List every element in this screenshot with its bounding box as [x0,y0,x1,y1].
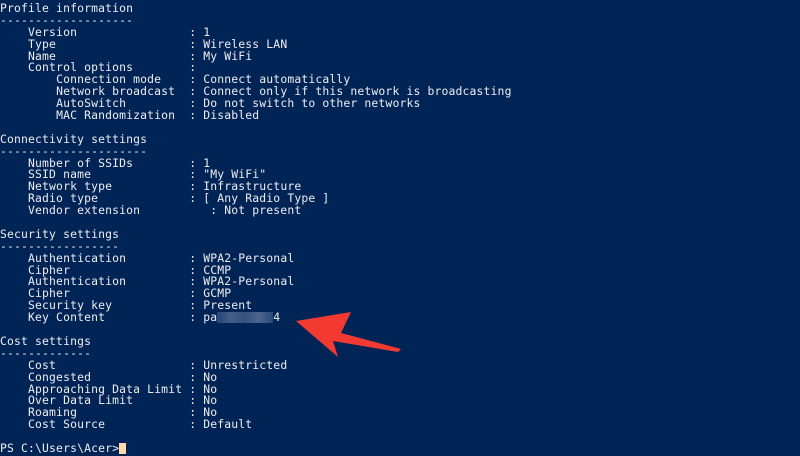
property-row: Connection mode : Connect automatically [0,72,512,87]
section-underline: --------------------- [0,143,512,158]
property-label: Name [28,48,190,63]
property-value: : No [189,393,218,408]
property-value: : Connect only if this network is broadc… [189,84,512,99]
property-value: : No [189,369,218,384]
property-value: : No [189,405,218,420]
property-label: Authentication [28,274,190,289]
text-cursor [119,442,127,454]
property-label: Connection mode [56,72,190,87]
section-underline: ------------- [0,345,512,360]
property-row: Version : 1 [0,24,512,39]
property-value: : WPA2-Personal [189,274,295,289]
property-value: : 1 [189,24,211,39]
property-label: Approaching Data Limit [28,381,190,396]
property-value: : No [189,381,218,396]
property-row: Cipher : CCMP [0,262,512,277]
property-value-suffix: 4 [273,310,281,325]
section-title-text: Cost settings [0,333,92,348]
property-label: MAC Randomization [56,108,190,123]
property-label: Authentication [28,250,190,265]
property-row: Cost : Unrestricted [0,357,512,372]
property-row: Over Data Limit : No [0,393,512,408]
redacted-key-blur [217,312,274,324]
section-title: Security settings [0,226,512,241]
property-label: Cipher [28,286,190,301]
property-row: AutoSwitch : Do not switch to other netw… [0,96,512,111]
section-title-text: Profile information [0,1,134,15]
property-row: Name : My WiFi [0,48,512,63]
property-row: Cost Source : Default [0,417,512,432]
property-label: Number of SSIDs [28,155,190,170]
property-label: AutoSwitch [56,96,190,111]
property-row: MAC Randomization : Disabled [0,108,512,123]
property-value: : "My WiFi" [189,167,267,182]
property-label: Type [28,36,190,51]
property-row: Control options : [0,62,512,74]
property-label: Congested [28,369,190,384]
property-row: Vendor extension : Not present [0,203,512,218]
property-row: Cipher : GCMP [0,286,512,301]
property-value: : CCMP [189,262,232,277]
section-underline-text: --------------------- [0,143,148,158]
property-value: : Unrestricted [189,357,288,372]
property-row: Approaching Data Limit : No [0,381,512,396]
property-label: Network broadcast [56,84,190,99]
property-row: Key Content : pa 4 [0,310,512,325]
property-label: Cipher [28,262,190,277]
section-underline: ----------------- [0,238,512,253]
property-row: SSID name : "My WiFi" [0,169,512,181]
property-label: Over Data Limit [28,393,190,408]
section-title: Profile information [0,1,512,15]
property-row: Radio type : [ Any Radio Type ] [0,191,512,206]
property-row: Authentication : WPA2-Personal [0,276,512,288]
property-label: Cost Source [28,417,190,432]
property-row: Roaming : No [0,405,512,420]
section-title-text: Connectivity settings [0,131,148,146]
property-row: Congested : No [0,369,512,384]
section-underline-text: ------------- [0,345,92,360]
command-prompt[interactable]: PS C:\Users\Acer> [0,440,512,455]
section-title: Cost settings [0,333,512,348]
property-label: Cost [28,357,190,372]
property-value: : Do not switch to other networks [189,96,421,111]
terminal-output[interactable]: Profile information------------------- V… [0,1,512,455]
section-title: Connectivity settings [0,131,512,146]
property-value: : Disabled [189,108,260,123]
section-underline: ------------------- [0,12,512,27]
property-value: : [189,60,197,75]
property-value: : WPA2-Personal [189,250,295,265]
property-label: Network type [28,179,190,194]
property-row: Security key : Present [0,298,512,313]
property-row: Number of SSIDs : 1 [0,155,512,170]
property-label: Control options [28,60,190,75]
section-title-text: Security settings [0,226,120,241]
property-value: : [ Any Radio Type ] [189,191,330,206]
property-label: Roaming [28,405,190,420]
section-underline-text: ------------------- [0,12,134,27]
prompt-text: PS C:\Users\Acer> [0,440,120,455]
property-label: Security key [28,298,190,313]
property-value: : Infrastructure [189,179,302,194]
property-value: : Not present [210,203,302,218]
property-row: Network broadcast : Connect only if this… [0,84,512,99]
property-value: : Connect automatically [189,72,351,87]
property-row: Network type : Infrastructure [0,179,512,194]
property-label: Radio type [28,191,190,206]
property-value: : My WiFi [189,48,253,63]
property-value: : Wireless LAN [189,36,288,51]
property-label: Version [28,24,190,39]
property-row: Type : Wireless LAN [0,36,512,51]
property-value: : GCMP [189,286,232,301]
property-value: : Default [189,417,253,432]
property-label: SSID name [28,167,190,182]
property-value: : Present [189,298,253,313]
property-value: : pa [189,310,218,325]
property-row: Authentication : WPA2-Personal [0,250,512,265]
property-value: : 1 [189,155,211,170]
section-underline-text: ----------------- [0,238,120,253]
property-label: Vendor extension [28,203,211,218]
property-label: Key Content [28,310,190,325]
